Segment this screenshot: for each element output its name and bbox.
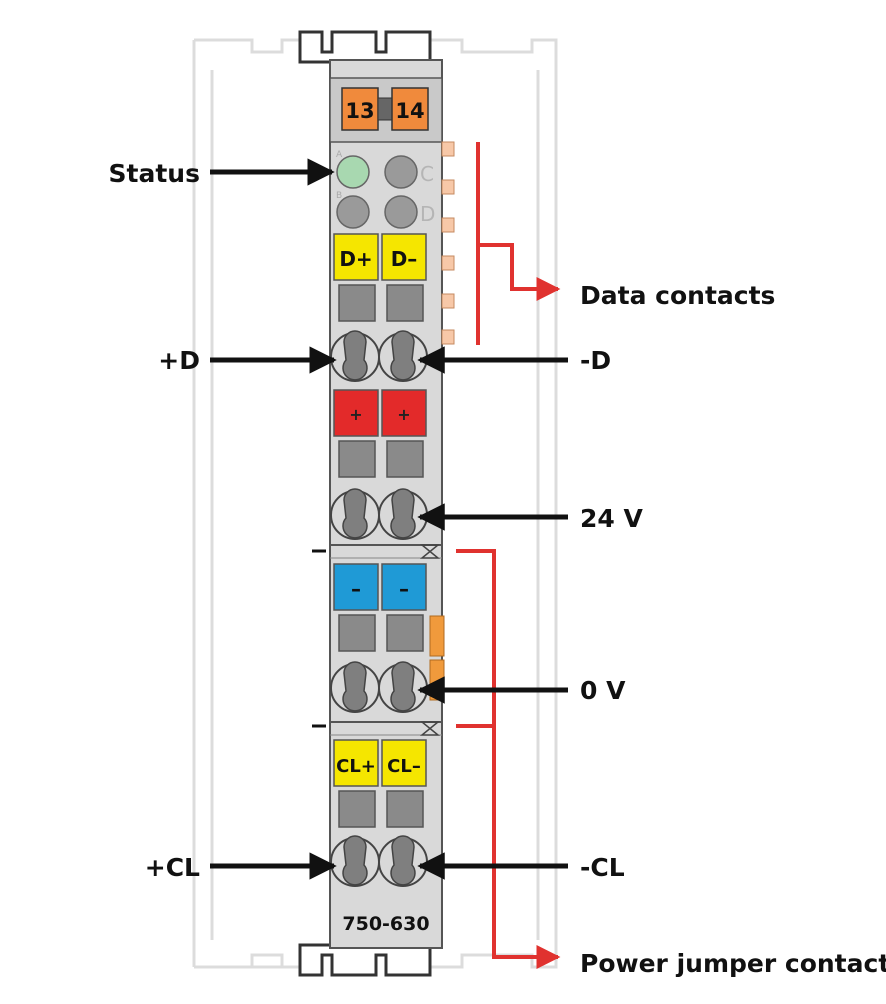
led-letter-c: C [420,162,434,186]
callout-0v: 0 V [580,676,626,705]
data-contact-pins [441,141,455,345]
power-jumper-bracket [456,549,561,969]
callout-minus-d: -D [580,346,611,375]
label-plus-left: + [349,405,362,424]
terminal-group-plus: + + [330,389,428,540]
terminal-group-clock: CL+ CL– [330,739,428,887]
label-minus-right: – [399,577,409,601]
led-d [384,195,418,229]
callout-power-jumper-contacts: Power jumper contacts [580,949,886,978]
part-number: 750-630 [342,913,429,935]
status-leds: A B C D [336,150,435,229]
label-d-plus: D+ [339,247,372,271]
callout-plus-d: +D [158,346,200,375]
rail-clip [298,30,432,977]
neighbour-module-outline [192,38,558,969]
led-letter-a: A [336,150,343,160]
label-cl-minus: CL– [387,756,421,777]
callout-arrows [210,158,568,880]
status-led-a [336,155,370,189]
led-letter-b: B [336,191,342,201]
header-contact-13: 13 [345,99,374,123]
led-letter-d: D [420,202,435,226]
header-contact-14: 14 [395,99,424,123]
label-cl-plus: CL+ [336,756,376,777]
header-contacts: 13 14 [341,87,429,131]
label-minus-left: – [351,577,361,601]
callout-plus-cl: +CL [145,853,200,882]
led-b [336,195,370,229]
callout-data-contacts: Data contacts [580,281,775,310]
terminal-group-data: D+ D– [330,233,428,382]
callout-24v: 24 V [580,504,643,533]
data-contacts-bracket [476,142,561,345]
led-c [384,155,418,189]
callout-status: Status [109,159,200,188]
label-plus-right: + [397,405,410,424]
terminal-group-minus: – – [330,563,428,713]
callout-minus-cl: -CL [580,853,625,882]
label-d-minus: D– [391,247,418,271]
